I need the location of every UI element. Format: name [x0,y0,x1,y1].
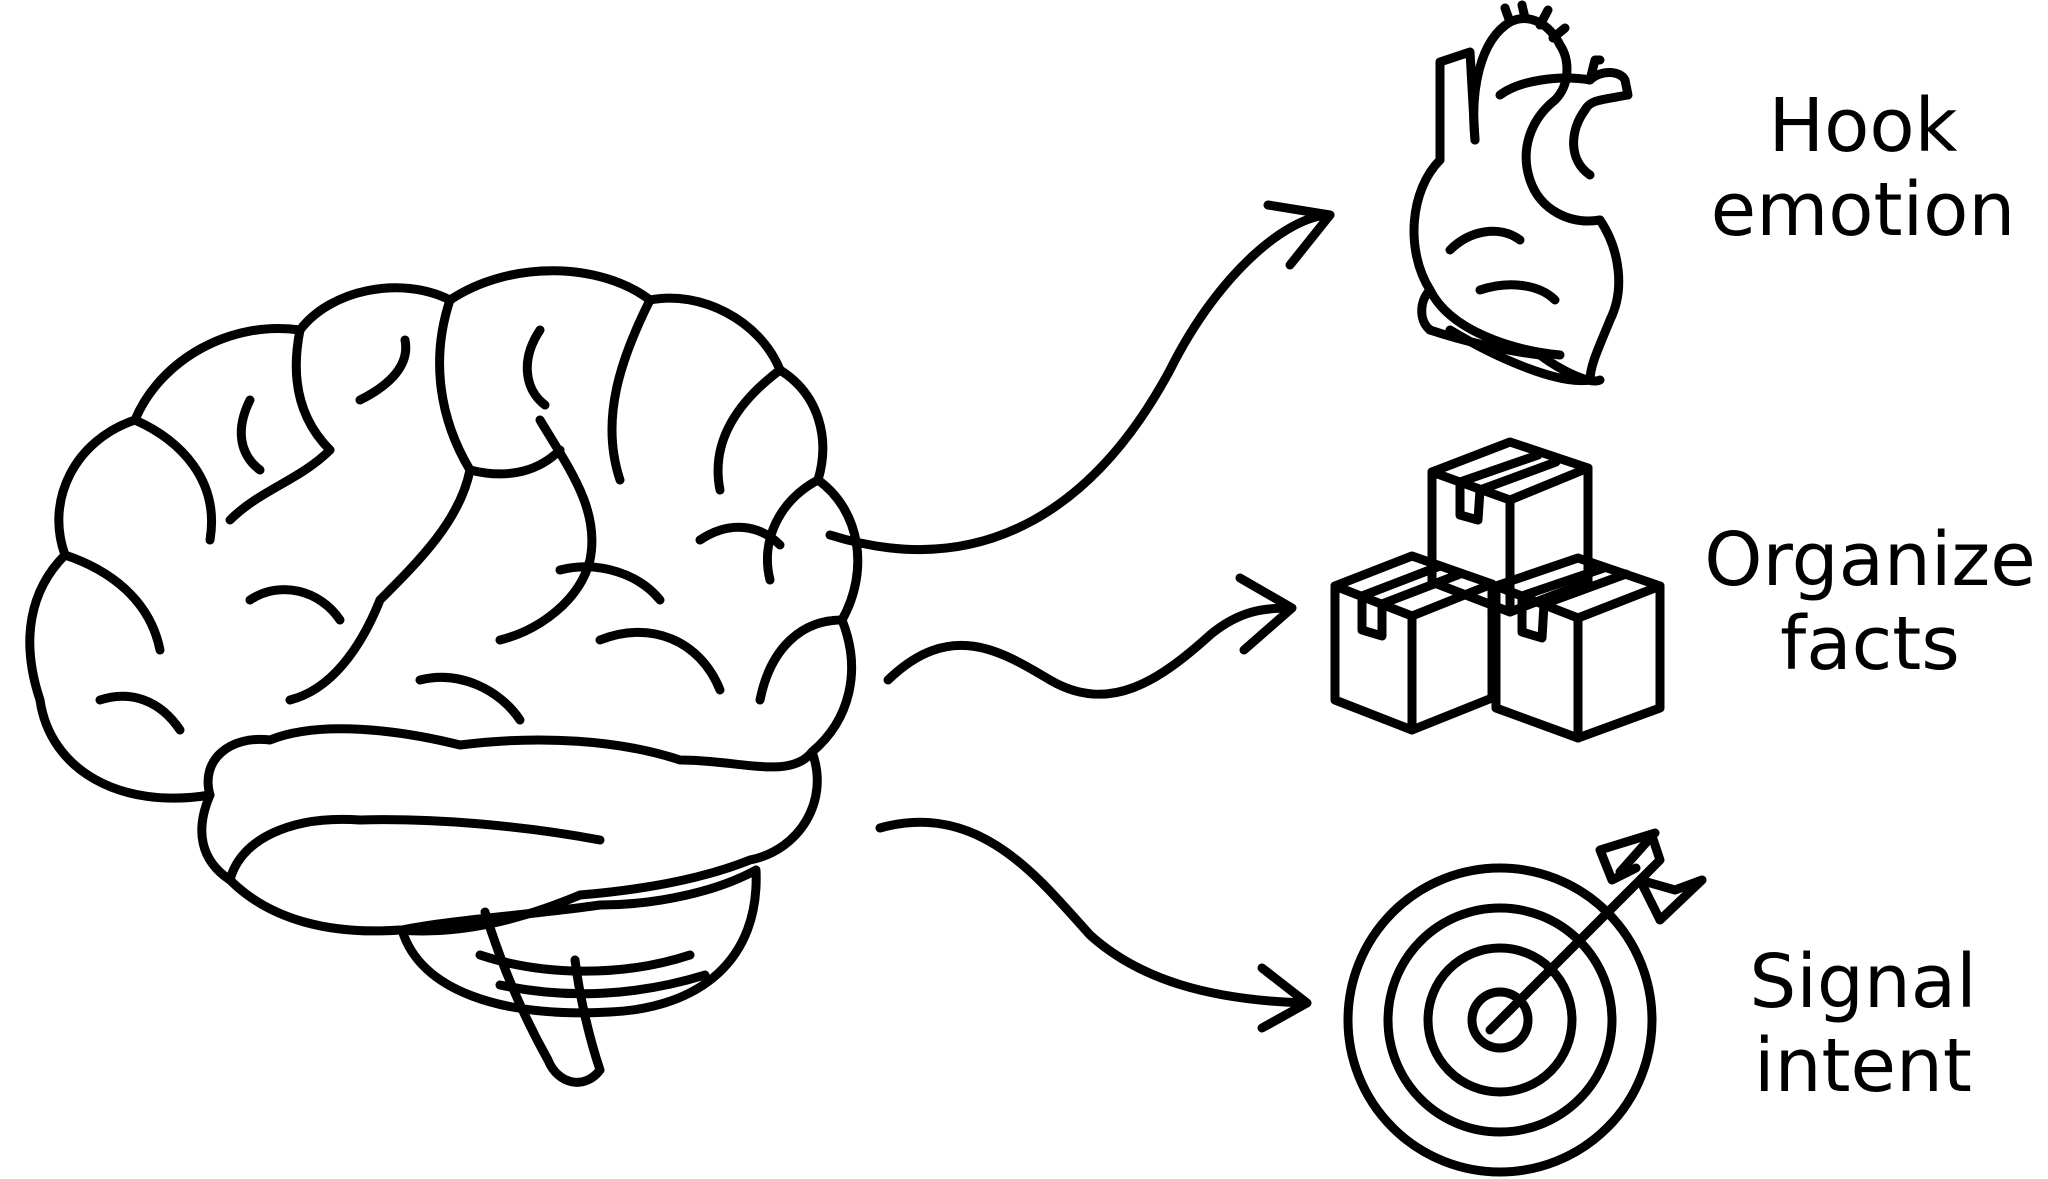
label-hook-emotion: Hook emotion [1698,84,2028,252]
target-bullseye [1472,992,1528,1048]
arrow-to-heart [830,205,1330,550]
anatomical-heart-icon [1414,5,1628,381]
brain-stem [485,912,600,1082]
label-signal-line-1: Signal [1749,939,1977,1025]
target-ring-3 [1428,948,1572,1092]
arrow-to-target [880,822,1307,1028]
label-signal-line-2: intent [1754,1023,1972,1109]
brain-outline [30,271,858,931]
target-with-arrow-icon [1348,833,1702,1172]
stacked-boxes-icon [1335,442,1660,738]
label-hook-line-1: Hook [1768,83,1958,169]
brain-icon [30,271,858,1083]
arrow-to-boxes [888,578,1292,694]
target-ring-2 [1388,908,1612,1132]
label-organize-line-1: Organize [1704,517,2036,603]
label-organize-facts: Organize facts [1700,518,2040,686]
label-signal-intent: Signal intent [1698,940,2028,1108]
target-arrow-fletching [1620,836,1660,880]
label-hook-line-2: emotion [1710,167,2016,253]
label-organize-line-2: facts [1780,601,1960,687]
target-ring-outer [1348,868,1652,1172]
